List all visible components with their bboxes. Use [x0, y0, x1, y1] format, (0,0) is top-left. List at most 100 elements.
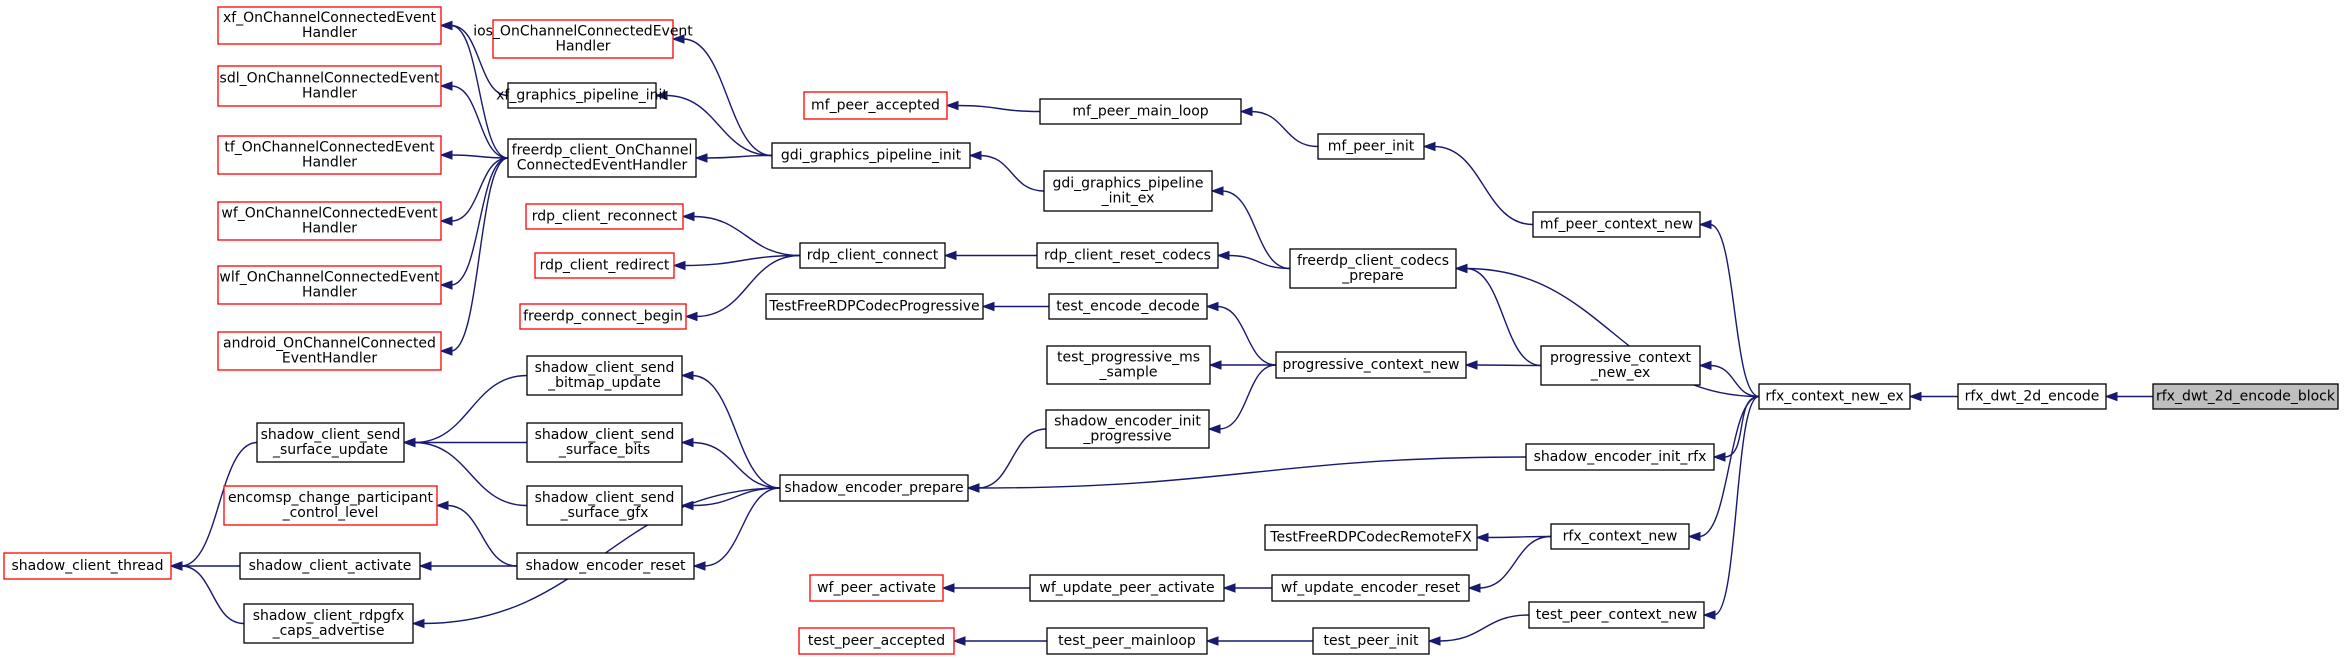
node-box[interactable] [809, 574, 944, 602]
node-fcconn[interactable]: freerdp_client_OnChannelConnectedEventHa… [507, 138, 697, 178]
node-box[interactable] [1525, 443, 1715, 471]
node-box[interactable] [534, 252, 675, 279]
node-box[interactable] [765, 293, 984, 320]
node-box[interactable] [507, 82, 657, 109]
node-box[interactable] [243, 603, 414, 644]
node-testpeerinit[interactable]: test_peer_init [1312, 627, 1430, 655]
node-box[interactable] [217, 6, 442, 45]
node-dwt2d[interactable]: rfx_dwt_2d_encode [1957, 383, 2107, 410]
node-rfxnew[interactable]: rfx_context_new [1550, 523, 1690, 550]
node-box[interactable] [525, 203, 684, 230]
node-sendbits[interactable]: shadow_client_send_surface_bits [526, 422, 683, 463]
node-testprog[interactable]: TestFreeRDPCodecProgressive [765, 293, 984, 320]
node-box[interactable] [1275, 351, 1467, 379]
node-box[interactable] [1029, 574, 1225, 602]
node-box[interactable] [217, 201, 442, 241]
node-box[interactable] [223, 485, 438, 526]
node-box[interactable] [526, 355, 683, 396]
node-box[interactable] [1758, 383, 1911, 410]
node-mfpeerctx[interactable]: mf_peer_context_new [1532, 211, 1701, 238]
node-xfpipe[interactable]: xf_graphics_pipeline_init [496, 82, 668, 109]
node-box[interactable] [1048, 293, 1208, 320]
node-box[interactable] [1532, 211, 1701, 238]
node-wfpeeractivate[interactable]: wf_update_peer_activate [1029, 574, 1225, 602]
node-encinitrfx[interactable]: shadow_encoder_init_rfx [1525, 443, 1715, 471]
node-box[interactable] [507, 138, 697, 178]
node-box[interactable] [1957, 383, 2107, 410]
node-progex[interactable]: progressive_context_new_ex [1540, 345, 1701, 386]
node-testrfx[interactable]: TestFreeRDPCodecRemoteFX [1264, 524, 1478, 551]
node-box[interactable] [1312, 627, 1430, 655]
node-box[interactable] [2152, 383, 2339, 410]
node-encdec[interactable]: test_encode_decode [1048, 293, 1208, 320]
node-mfaccepted[interactable]: mf_peer_accepted [803, 91, 948, 120]
node-box[interactable] [1045, 409, 1210, 449]
node-rdpgfxcaps[interactable]: shadow_client_rdpgfx_caps_advertise [243, 603, 414, 644]
node-clientthread[interactable]: shadow_client_thread [3, 552, 172, 580]
node-box[interactable] [217, 65, 442, 107]
node-box[interactable] [1264, 524, 1478, 551]
node-resetcodecs[interactable]: rdp_client_reset_codecs [1036, 242, 1219, 269]
node-box[interactable] [1528, 601, 1705, 629]
node-redirect[interactable]: rdp_client_redirect [534, 252, 675, 279]
node-rdpconnect[interactable]: rdp_client_connect [799, 242, 946, 269]
node-box[interactable] [217, 265, 442, 305]
node-reconnect[interactable]: rdp_client_reconnect [525, 203, 684, 230]
node-box[interactable] [799, 242, 946, 269]
node-box[interactable] [492, 19, 674, 59]
node-box[interactable] [516, 552, 695, 580]
node-sendgfx[interactable]: shadow_client_send_surface_gfx [526, 485, 683, 526]
node-box[interactable] [526, 422, 683, 463]
node-box[interactable] [1289, 248, 1457, 289]
node-prognew[interactable]: progressive_context_new [1275, 351, 1467, 379]
node-encreset[interactable]: shadow_encoder_reset [516, 552, 695, 580]
node-box[interactable] [1036, 242, 1219, 269]
node-gdipipeex[interactable]: gdi_graphics_pipeline_init_ex [1043, 170, 1213, 212]
node-box[interactable] [771, 142, 971, 169]
node-wfencreset[interactable]: wf_update_encoder_reset [1271, 574, 1470, 602]
node-sendsurface[interactable]: shadow_client_send_surface_update [256, 422, 405, 463]
node-activate[interactable]: shadow_client_activate [239, 552, 421, 580]
node-gdipipe[interactable]: gdi_graphics_pipeline_init [771, 142, 971, 169]
node-box[interactable] [798, 627, 955, 655]
node-box[interactable] [3, 552, 172, 580]
node-codecsprep[interactable]: freerdp_client_codecs_prepare [1289, 248, 1457, 289]
node-rfxnewex[interactable]: rfx_context_new_ex [1758, 383, 1911, 410]
node-testpeerctx[interactable]: test_peer_context_new [1528, 601, 1705, 629]
node-box[interactable] [1550, 523, 1690, 550]
node-mfpeerinit[interactable]: mf_peer_init [1317, 133, 1425, 160]
node-box[interactable] [239, 552, 421, 580]
node-box[interactable] [1043, 170, 1213, 212]
node-box[interactable] [217, 331, 442, 371]
node-box[interactable] [1271, 574, 1470, 602]
node-wfactivate[interactable]: wf_peer_activate [809, 574, 944, 602]
node-connbegin[interactable]: freerdp_connect_begin [519, 303, 687, 330]
node-box[interactable] [1039, 98, 1242, 125]
node-testprogms[interactable]: test_progressive_ms_sample [1046, 345, 1211, 385]
node-root[interactable]: rfx_dwt_2d_encode_block [2152, 383, 2339, 410]
node-sendbitmap[interactable]: shadow_client_send_bitmap_update [526, 355, 683, 396]
node-box[interactable] [217, 135, 442, 175]
node-encinitprog[interactable]: shadow_encoder_init_progressive [1045, 409, 1210, 449]
node-box[interactable] [1317, 133, 1425, 160]
node-box[interactable] [1540, 345, 1701, 386]
node-box[interactable] [526, 485, 683, 526]
node-box[interactable] [1046, 345, 1211, 385]
node-testaccepted[interactable]: test_peer_accepted [798, 627, 955, 655]
node-encprepare[interactable]: shadow_encoder_prepare [779, 474, 969, 502]
node-box[interactable] [1046, 627, 1208, 655]
node-box[interactable] [256, 422, 405, 463]
node-box[interactable] [803, 91, 948, 120]
node-encomsp[interactable]: encomsp_change_participant_control_level [223, 485, 438, 526]
node-box[interactable] [779, 474, 969, 502]
node-box[interactable] [519, 303, 687, 330]
node-testmainloop[interactable]: test_peer_mainloop [1046, 627, 1208, 655]
node-mfmainloop[interactable]: mf_peer_main_loop [1039, 98, 1242, 125]
